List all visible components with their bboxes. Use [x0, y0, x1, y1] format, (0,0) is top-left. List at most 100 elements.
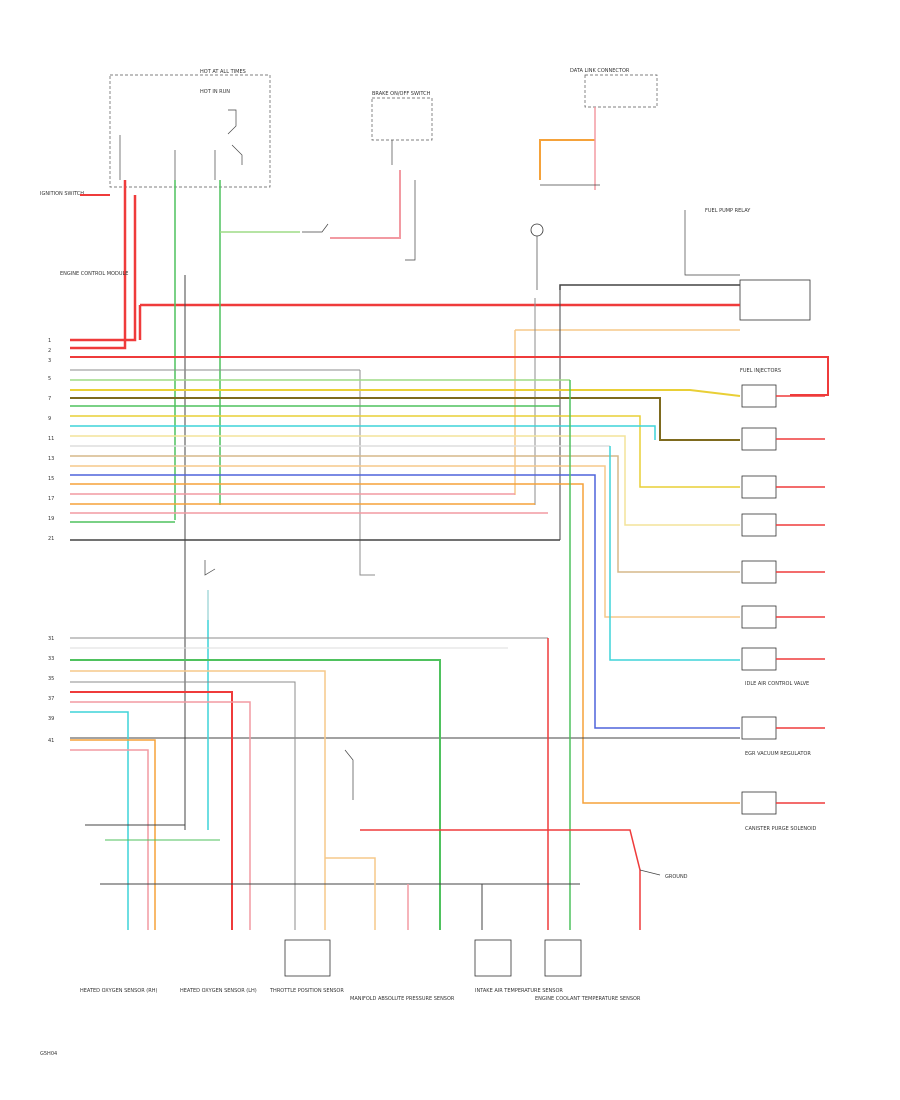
upper-harness	[70, 356, 829, 804]
power-distribution-box-outline	[109, 74, 271, 188]
map-label: MANIFOLD ABSOLUTE PRESSURE SENSOR	[350, 996, 455, 1002]
ecm-pin-label: 13	[48, 456, 54, 462]
ecm-pin-label: 9	[48, 416, 51, 422]
ecm-pin-label: 2	[48, 348, 51, 354]
ecm-pin-label: 15	[48, 476, 54, 482]
canister-purge-solenoid	[741, 791, 777, 815]
injectors-label: FUEL INJECTORS	[740, 368, 781, 374]
brake-switch-lead	[405, 180, 416, 261]
ecm-pin-label: 31	[48, 636, 54, 642]
ground-lead	[639, 869, 661, 876]
brake-switch-section: BRAKE ON/OFF SWITCH	[302, 91, 433, 261]
egr-regulator	[741, 716, 777, 740]
ho2s-lh-label: HEATED OXYGEN SENSOR (LH)	[180, 988, 257, 994]
lower-wire-red	[70, 691, 233, 930]
sensor-symbol	[344, 749, 354, 800]
hot-at-all-times-label: HOT AT ALL TIMES	[200, 69, 246, 75]
idle-air-label: IDLE AIR CONTROL VALVE	[745, 681, 809, 687]
lower-wire-cyan	[70, 711, 129, 930]
egr-label: EGR VACUUM REGULATOR	[745, 751, 811, 757]
page-code: G5H04	[40, 1051, 57, 1057]
ecm-pin-label: 41	[48, 738, 54, 744]
lower-wire-light-orange	[70, 670, 326, 930]
actuators: FUEL INJECTORS IDLE AIR CONTROL VALVE EG…	[70, 368, 825, 832]
fuel-pump-relay-label: FUEL PUMP RELAY	[705, 208, 751, 214]
tps-label: THROTTLE POSITION SENSOR	[269, 988, 344, 994]
wire-tan	[70, 455, 740, 573]
lower-wire-pink	[70, 701, 251, 930]
wire-orange	[70, 483, 740, 804]
ecm-pin-label: 19	[48, 516, 54, 522]
wire-red-main	[70, 356, 829, 396]
lower-wire-green	[70, 659, 441, 930]
ecm-pin-label: 11	[48, 436, 54, 442]
injector-2	[741, 427, 777, 451]
ecm-pin-label: 5	[48, 376, 51, 382]
idle-air-control-valve	[741, 647, 777, 671]
wire-olive	[70, 397, 740, 441]
ecm-pin-label: 33	[48, 656, 54, 662]
ecm-pin-label: 35	[48, 676, 54, 682]
brake-switch-outline	[371, 97, 433, 141]
brake-switch-label: BRAKE ON/OFF SWITCH	[372, 91, 431, 97]
wire-cyan	[70, 425, 656, 440]
lower-wire-gray-2	[70, 681, 296, 930]
switch-contact	[302, 223, 329, 233]
injector-5	[741, 560, 777, 584]
data-link-connector-label: DATA LINK CONNECTOR	[570, 68, 630, 74]
wire-yellow	[70, 389, 741, 397]
sensors: HEATED OXYGEN SENSOR (RH) HEATED OXYGEN …	[40, 939, 641, 1057]
relay-control-wire	[559, 284, 740, 290]
brake-signal-wire	[330, 170, 401, 239]
ecm-pin-label: 17	[48, 496, 54, 502]
power-feed-red-2	[70, 195, 137, 342]
ecm-label: ENGINE CONTROL MODULE	[60, 271, 128, 277]
engine-coolant-temp-sensor	[544, 939, 582, 977]
middle-callouts	[204, 560, 354, 830]
ground-callout-label: GROUND	[665, 874, 688, 880]
ecm-pin-label: 21	[48, 536, 54, 542]
ecm-connector: 1 2 3 5 7 9 11 13 15 17 19 21 31 33 35 3…	[48, 271, 128, 744]
injector-3	[741, 475, 777, 499]
iat-label: INTAKE AIR TEMPERATURE SENSOR	[475, 988, 563, 994]
relay-symbol	[204, 560, 216, 576]
power-feed-red-1	[70, 180, 127, 350]
wire-light-yellow	[70, 435, 740, 526]
injector-6	[741, 605, 777, 629]
wire-blue	[70, 474, 740, 729]
wire-cyan-2	[609, 446, 740, 661]
data-link-wire-orange	[539, 139, 595, 180]
hot-in-run-label: HOT IN RUN	[200, 89, 230, 95]
wire-light-orange	[70, 465, 740, 618]
tps-signal	[325, 857, 376, 930]
ignition-power-section: HOT AT ALL TIMES HOT IN RUN IGNITION SWI…	[40, 69, 271, 197]
lower-harness: GROUND	[70, 380, 688, 930]
canister-label: CANISTER PURGE SOLENOID	[745, 826, 817, 832]
ecm-pin-label: 3	[48, 358, 51, 364]
injector-1	[741, 384, 777, 408]
relay-feed	[684, 210, 740, 276]
lower-wire-pink-2	[70, 749, 149, 930]
diagnostic-connector-icon	[530, 223, 544, 237]
vertical-feeds	[70, 180, 740, 830]
ignition-switch-label: IGNITION SWITCH	[40, 191, 84, 197]
wire-gray-drop	[359, 370, 375, 576]
wire-yellow-2	[70, 415, 740, 488]
ect-label: ENGINE COOLANT TEMPERATURE SENSOR	[535, 996, 641, 1002]
lower-wire-red-ground	[360, 829, 641, 930]
intake-air-temp-sensor	[474, 939, 512, 977]
data-link-section: DATA LINK CONNECTOR FUEL PUMP RELAY	[530, 68, 811, 321]
ecm-pin-label: 1	[48, 338, 51, 344]
ho2s-rh-label: HEATED OXYGEN SENSOR (RH)	[80, 988, 157, 994]
throttle-position-sensor	[284, 939, 331, 977]
relay-contact	[231, 144, 243, 165]
data-link-connector-outline	[584, 74, 658, 108]
lower-wire-orange	[70, 739, 156, 930]
fuel-pump-relay-box	[739, 279, 811, 321]
ecm-pin-label: 39	[48, 716, 54, 722]
ecm-pin-label: 37	[48, 696, 54, 702]
relay-contact	[227, 109, 237, 135]
ecm-pin-label: 7	[48, 396, 51, 402]
injector-4	[741, 513, 777, 537]
